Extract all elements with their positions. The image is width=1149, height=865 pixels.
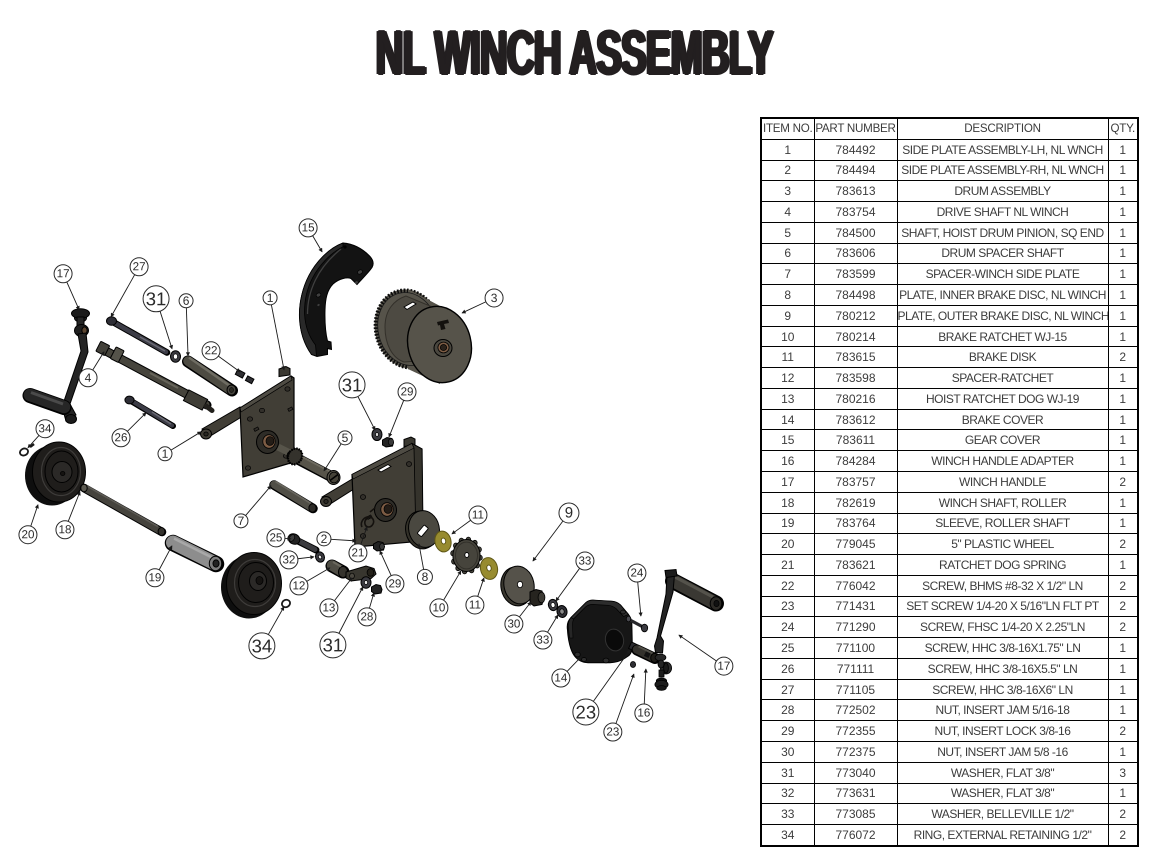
svg-text:17: 17: [57, 267, 70, 280]
svg-text:33: 33: [578, 555, 591, 568]
svg-text:29: 29: [401, 385, 414, 398]
svg-text:2: 2: [321, 532, 328, 546]
svg-text:5: 5: [342, 431, 349, 445]
svg-text:29: 29: [388, 577, 401, 590]
svg-text:31: 31: [146, 288, 167, 309]
svg-text:20: 20: [21, 528, 34, 541]
svg-text:8: 8: [422, 570, 429, 584]
svg-text:9: 9: [565, 504, 573, 521]
svg-text:27: 27: [133, 260, 146, 273]
svg-text:3: 3: [491, 291, 498, 305]
svg-text:34: 34: [39, 422, 52, 435]
svg-text:15: 15: [302, 221, 315, 234]
svg-text:19: 19: [148, 571, 161, 584]
svg-text:32: 32: [282, 553, 295, 566]
svg-text:22: 22: [205, 344, 218, 357]
svg-text:33: 33: [536, 633, 549, 646]
svg-text:13: 13: [322, 601, 335, 614]
svg-text:4: 4: [85, 371, 92, 385]
svg-text:12: 12: [292, 579, 305, 592]
svg-text:28: 28: [360, 610, 373, 623]
svg-text:1: 1: [267, 291, 274, 305]
svg-text:16: 16: [637, 707, 650, 720]
svg-text:14: 14: [554, 671, 567, 684]
svg-text:31: 31: [323, 634, 344, 655]
svg-text:1: 1: [162, 447, 169, 461]
svg-text:11: 11: [472, 508, 484, 521]
svg-text:21: 21: [351, 546, 364, 559]
svg-text:18: 18: [58, 523, 71, 536]
svg-text:17: 17: [717, 660, 730, 673]
svg-text:6: 6: [183, 294, 190, 308]
svg-text:7: 7: [238, 514, 245, 528]
svg-text:26: 26: [115, 431, 128, 444]
svg-text:23: 23: [606, 726, 619, 739]
svg-text:25: 25: [269, 531, 282, 544]
svg-text:24: 24: [630, 567, 643, 580]
svg-text:11: 11: [469, 598, 481, 611]
svg-text:30: 30: [507, 617, 520, 630]
svg-text:31: 31: [342, 374, 363, 395]
svg-text:10: 10: [432, 601, 445, 614]
svg-text:34: 34: [252, 635, 273, 656]
svg-text:23: 23: [576, 702, 597, 723]
